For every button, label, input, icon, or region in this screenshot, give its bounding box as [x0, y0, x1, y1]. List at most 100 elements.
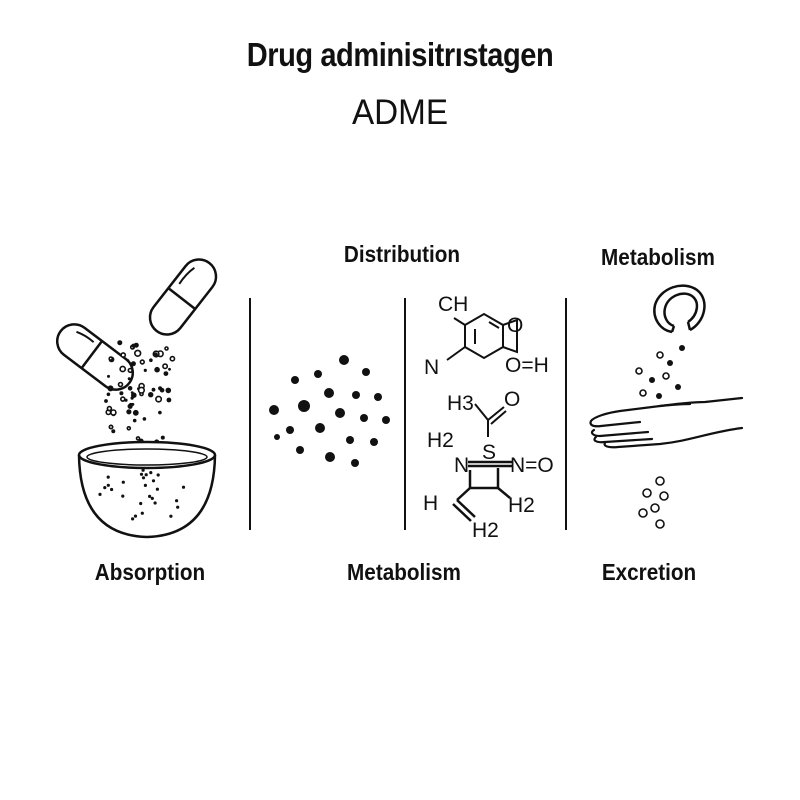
distribution-particle	[360, 414, 368, 422]
bowl-particle	[98, 492, 102, 496]
chem-label: H2	[508, 494, 535, 517]
powder-particle	[127, 403, 133, 409]
powder-particle	[126, 425, 132, 431]
powder-particle	[158, 410, 162, 415]
distribution-particle	[382, 416, 390, 424]
powder-particle	[151, 387, 156, 392]
distribution-particle	[352, 391, 360, 399]
powder-particle	[104, 399, 108, 403]
powder-particle	[137, 386, 145, 394]
bowl-particle	[175, 499, 179, 503]
powder-particle	[160, 435, 165, 440]
powder-particle	[132, 409, 139, 416]
powder-particle	[149, 358, 153, 363]
bowl-particle	[133, 514, 138, 518]
metabolite-particle	[635, 367, 643, 375]
distribution-particle	[370, 438, 378, 446]
metabolite-particle	[667, 360, 673, 366]
label-metabolism-top: Metabolism	[601, 244, 715, 270]
powder-particle	[153, 352, 158, 358]
powder-particle	[168, 367, 171, 371]
powder-particle	[131, 392, 137, 399]
powder-particle	[166, 397, 172, 403]
bowl-particle	[155, 487, 159, 491]
metabolite-particle	[679, 345, 685, 351]
excretion-particles	[638, 476, 669, 529]
bowl-particle	[141, 468, 145, 472]
chem-label: N	[454, 454, 469, 477]
powder-particle	[108, 356, 113, 361]
bowl-particle	[150, 496, 154, 500]
powder-particle	[154, 366, 160, 373]
chem-label: N=O	[510, 454, 554, 477]
capsule-icon	[148, 258, 218, 336]
bowl-particle	[149, 471, 153, 475]
label-absorption: Absorption	[94, 559, 206, 585]
chem-label: S	[482, 441, 496, 464]
label-metabolism-bottom: Metabolism	[347, 559, 461, 585]
bowl-icon	[77, 440, 217, 539]
excretion-particle	[650, 503, 660, 513]
bowl-particle	[131, 517, 135, 521]
powder-particle	[117, 381, 124, 388]
distribution-particle	[274, 434, 280, 440]
metabolite-particle	[639, 389, 647, 397]
powder-particle	[162, 363, 169, 370]
distribution-particle	[335, 408, 345, 418]
powder-particle	[163, 371, 169, 376]
distribution-particle	[291, 376, 299, 384]
distribution-particle	[296, 446, 304, 454]
chem-label: O	[507, 314, 523, 337]
excretion-particle	[655, 476, 665, 486]
label-excretion: Excretion	[601, 559, 697, 585]
powder-particle	[148, 392, 154, 398]
chem-label: CH	[438, 293, 468, 316]
distribution-particle	[286, 426, 294, 434]
chem-label: O=H	[505, 354, 549, 377]
chem-label: H2	[427, 429, 454, 452]
capsule-icon	[55, 323, 135, 391]
chem-label: H	[423, 492, 438, 515]
bowl-particle	[153, 501, 157, 505]
powder-particle	[132, 418, 137, 423]
enzyme-hook-icon	[653, 284, 706, 334]
chem-label: N	[424, 356, 439, 379]
bowl-particle	[106, 475, 110, 479]
powder-particle	[120, 396, 126, 402]
bowl-particle	[139, 472, 144, 476]
bowl-particle	[143, 483, 147, 487]
powder-particle	[106, 405, 113, 412]
powder-particle	[131, 343, 136, 348]
powder-particle	[107, 374, 110, 378]
excretion-particle	[659, 491, 669, 501]
excretion-particle	[642, 488, 652, 498]
bowl-particle	[151, 479, 156, 483]
powder-particle	[127, 386, 133, 391]
bowl-particle	[103, 486, 107, 490]
powder-particle	[159, 387, 165, 393]
bowl-particle	[141, 476, 146, 480]
powder-particle	[165, 387, 172, 394]
bowl-particle	[139, 501, 143, 506]
powder-particle	[142, 417, 147, 421]
distribution-particle	[346, 436, 354, 444]
molecule-structure-2	[474, 403, 507, 437]
powder-particle	[169, 355, 176, 362]
distribution-particle	[325, 452, 335, 462]
powder-particle	[107, 385, 114, 392]
powder-particle	[117, 340, 123, 346]
molecule-structure-3	[452, 460, 512, 522]
powder-particle	[139, 359, 146, 365]
distribution-particle	[314, 370, 322, 378]
distribution-particles	[269, 355, 390, 467]
powder-particle	[127, 377, 131, 381]
bowl-particle	[121, 480, 125, 484]
powder-particle	[134, 349, 142, 357]
powder-particle	[108, 424, 114, 430]
distribution-particle	[362, 368, 370, 376]
metabolite-particle	[656, 351, 664, 359]
distribution-particle	[374, 393, 382, 401]
bowl-particle	[169, 514, 173, 518]
metabolite-particle	[649, 377, 655, 383]
bowl-particle	[181, 485, 186, 489]
